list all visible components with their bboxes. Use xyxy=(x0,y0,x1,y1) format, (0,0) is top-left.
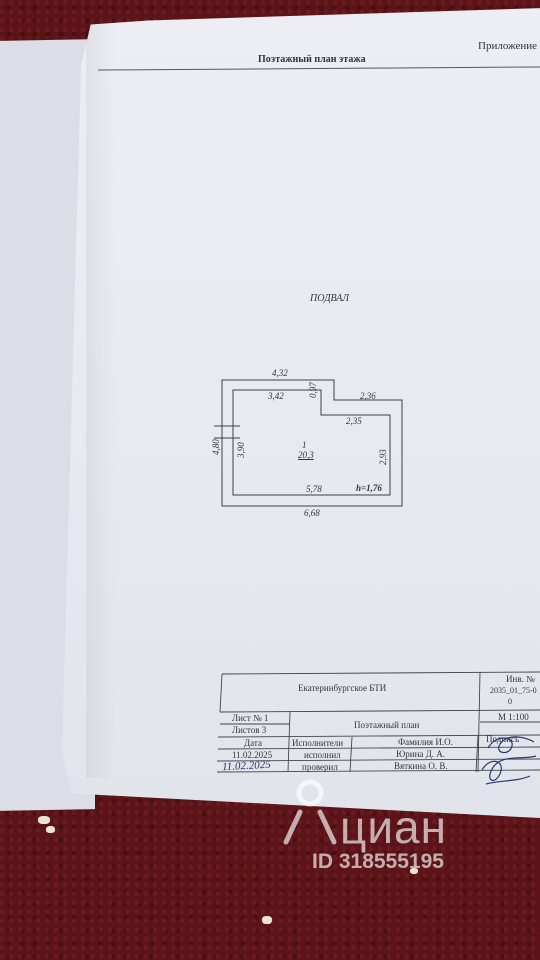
watermark-id: ID 318555195 xyxy=(312,850,444,873)
document-sheet xyxy=(62,8,540,818)
name-checked: Вяткина О. В. xyxy=(394,761,448,771)
inv-value-1: 2035_01_75-0 xyxy=(490,686,537,695)
performer-label: Исполнители xyxy=(292,738,344,748)
date-value: 11.02.2025 xyxy=(232,750,273,760)
doc-title: Поэтажный план xyxy=(354,720,420,730)
outer-wall xyxy=(221,379,403,507)
inv-value-2: 0 xyxy=(508,697,512,706)
dim-bottom-outer: 6,68 xyxy=(304,508,320,518)
room-number: 1 xyxy=(302,440,307,450)
appendix-label: Приложение xyxy=(478,40,538,52)
carpet-speck xyxy=(46,826,55,833)
floor-label: ПОДВАЛ xyxy=(310,293,349,304)
watermark-pin-icon xyxy=(296,779,324,807)
room-height: h=1,76 xyxy=(356,483,382,493)
dim-bottom-inner: 5,78 xyxy=(306,484,322,494)
date-label: Дата xyxy=(244,738,262,748)
carpet-speck xyxy=(262,916,272,924)
role-checked: проверил xyxy=(302,762,338,772)
dim-right-top-outer: 2,36 xyxy=(360,391,376,401)
page-title: Поэтажный план этажа xyxy=(258,54,366,65)
role-executed: исполнил xyxy=(304,750,341,760)
page-fold-shadow xyxy=(86,18,116,778)
signature-2 xyxy=(481,755,537,782)
org-name: Екатеринбургское БТИ xyxy=(298,683,387,693)
carpet-speck xyxy=(38,816,50,824)
signature-1 xyxy=(487,736,535,754)
dim-top-inner: 3,42 xyxy=(268,391,284,401)
sheets-total: Листов 3 xyxy=(232,725,267,735)
watermark-brand: циан xyxy=(340,801,448,853)
room-area: 20,3 xyxy=(298,450,314,460)
scale-label: М 1:100 xyxy=(498,712,529,722)
dim-right-top-inner: 2,35 xyxy=(346,416,362,426)
signature-label: Подпись xyxy=(486,734,520,744)
carpet-speck xyxy=(410,868,418,874)
dim-top-outer: 4,32 xyxy=(272,368,288,378)
name-executed: Юрина Д. А. xyxy=(396,749,446,759)
inner-wall xyxy=(232,389,391,496)
inv-label: Инв. № xyxy=(506,674,535,684)
sheet-number: Лист № 1 xyxy=(232,713,269,723)
surname-label: Фамилия И.О. xyxy=(398,737,453,747)
